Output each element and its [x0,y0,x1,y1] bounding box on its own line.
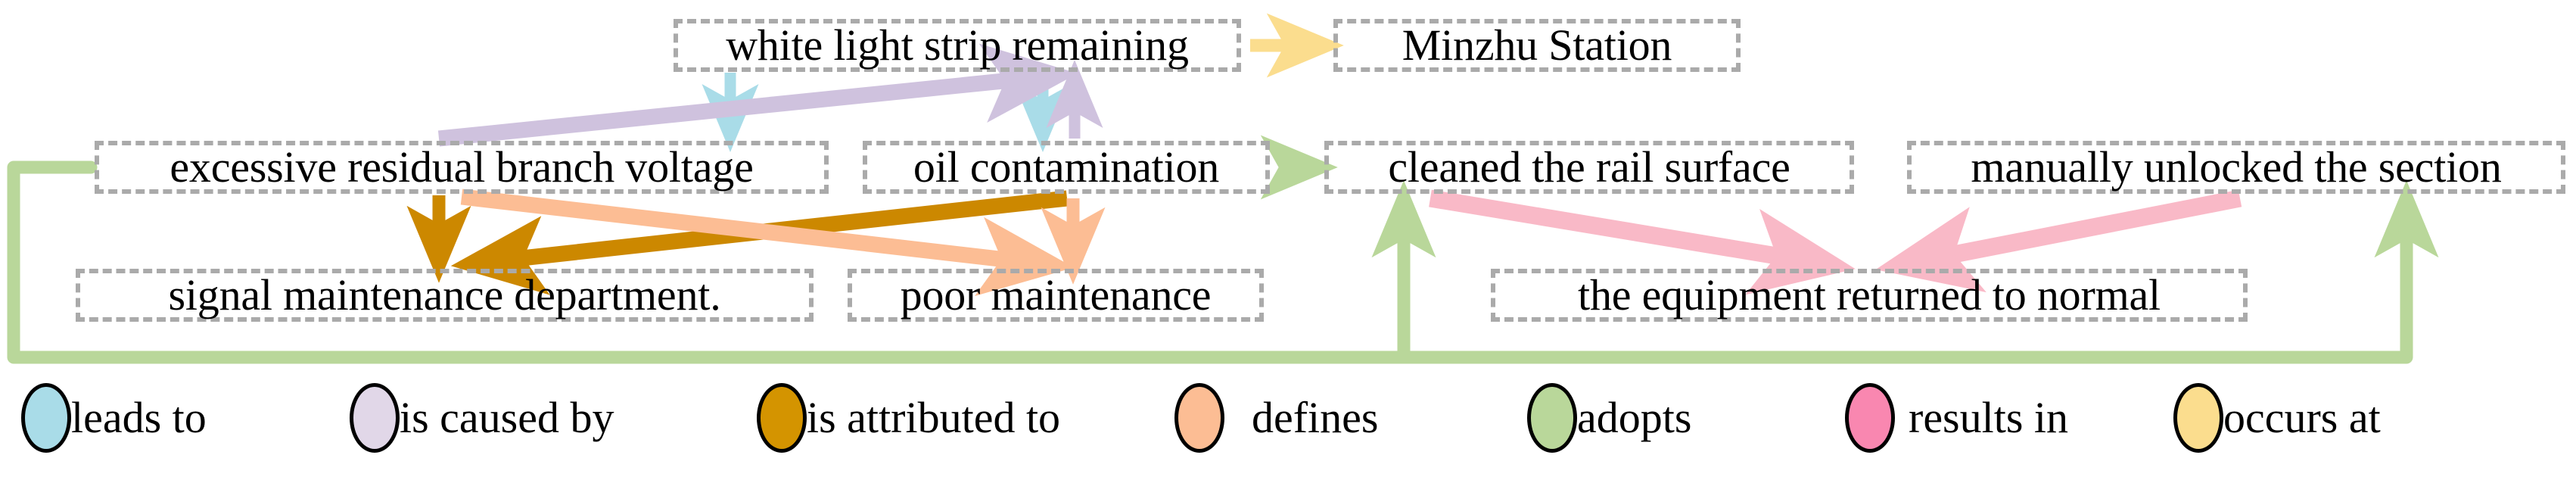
legend: leads to is caused by is attributed to d… [0,372,2576,478]
legend-item-leads-to[interactable]: leads to [21,372,207,463]
node-poor-maintenance[interactable]: poor maintenance [848,269,1264,322]
legend-label: leads to [71,393,207,442]
legend-swatch-icon [1845,383,1895,453]
node-label: cleaned the rail surface [1388,142,1790,192]
node-label: the equipment returned to normal [1578,270,2161,319]
legend-label: is attributed to [807,393,1061,442]
node-oil-contamination[interactable]: oil contamination [863,141,1270,194]
edge-results-in-from-cleaned [1429,189,1856,295]
legend-label: adopts [1577,393,1692,442]
node-label: manually unlocked the section [1971,142,2502,192]
legend-label: is caused by [400,393,614,442]
node-white-light-strip-remaining[interactable]: white light strip remaining [674,19,1241,72]
edge-is-caused-by-excessive [437,43,1078,147]
node-cleaned-the-rail-surface[interactable]: cleaned the rail surface [1324,141,1854,194]
legend-item-occurs-at[interactable]: occurs at [2173,372,2381,463]
node-label: excessive residual branch voltage [170,142,754,192]
legend-swatch-icon [757,383,807,453]
edge-adopts-wrap-base [7,160,2413,364]
legend-item-is-attributed-to[interactable]: is attributed to [757,372,1060,463]
legend-label: defines [1252,393,1379,442]
legend-swatch-icon [1527,383,1577,453]
node-label: white light strip remaining [726,20,1189,70]
node-minzhu-station[interactable]: Minzhu Station [1333,19,1741,72]
legend-label: results in [1909,393,2069,442]
legend-item-results-in[interactable]: results in [1845,372,2068,463]
edge-defines-poor-diagonal [460,189,1075,297]
legend-swatch-icon [2173,383,2223,453]
node-label: oil contamination [913,142,1220,192]
node-label: signal maintenance department. [168,270,721,319]
node-the-equipment-returned-to-normal[interactable]: the equipment returned to normal [1491,269,2248,322]
legend-label: occurs at [2223,393,2381,442]
node-excessive-residual-branch-voltage[interactable]: excessive residual branch voltage [95,141,829,194]
legend-item-defines[interactable]: defines [1174,372,1379,463]
legend-item-is-caused-by[interactable]: is caused by [350,372,614,463]
legend-swatch-icon [350,383,400,453]
node-manually-unlocked-the-section[interactable]: manually unlocked the section [1907,141,2565,194]
node-label: Minzhu Station [1402,20,1672,70]
edge-results-in-from-manually [1875,189,2242,293]
node-label: poor maintenance [900,270,1212,319]
legend-item-adopts[interactable]: adopts [1527,372,1691,463]
edge-is-attributed-to-signal-diagonal [450,190,1069,295]
legend-swatch-icon [21,383,71,453]
node-signal-maintenance-department[interactable]: signal maintenance department. [76,269,814,322]
legend-swatch-icon [1174,383,1224,453]
